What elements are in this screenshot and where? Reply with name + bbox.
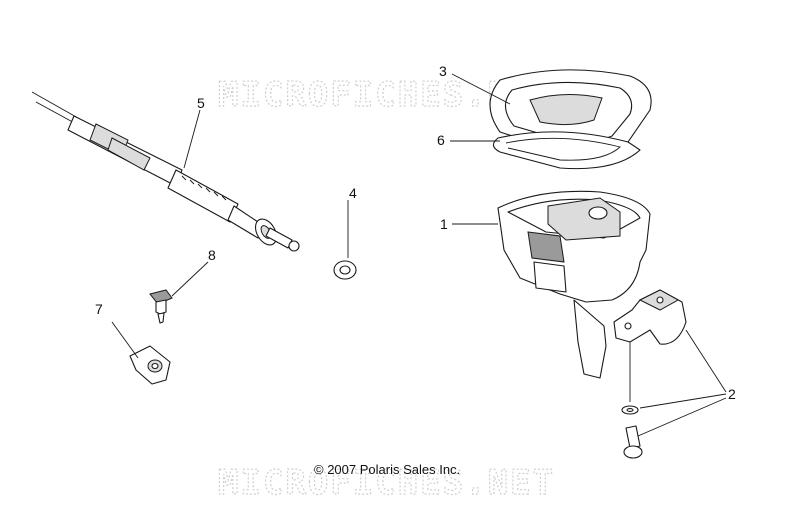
leader-lines bbox=[111, 73, 727, 437]
callout-1: 1 bbox=[440, 216, 448, 232]
gasket bbox=[492, 131, 641, 170]
watermark-bottom: MICROFICHES.NET bbox=[218, 463, 555, 503]
cable-clamp bbox=[129, 345, 171, 385]
callout-2: 2 bbox=[728, 386, 736, 402]
switch-cover bbox=[489, 69, 652, 155]
throttle-cable bbox=[31, 91, 300, 252]
copyright-notice: © 2007 Polaris Sales Inc. bbox=[314, 462, 460, 477]
callout-4: 4 bbox=[349, 185, 357, 201]
callout-3: 3 bbox=[439, 63, 447, 79]
washer bbox=[333, 260, 357, 280]
screw bbox=[149, 289, 173, 324]
callout-5: 5 bbox=[197, 95, 205, 111]
callout-6: 6 bbox=[437, 132, 445, 148]
lock-washer bbox=[621, 405, 639, 415]
mounting-clamp bbox=[613, 289, 687, 345]
callout-8: 8 bbox=[208, 247, 216, 263]
callout-7: 7 bbox=[95, 301, 103, 317]
mounting-screw bbox=[623, 425, 643, 459]
switch-housing bbox=[497, 190, 651, 379]
